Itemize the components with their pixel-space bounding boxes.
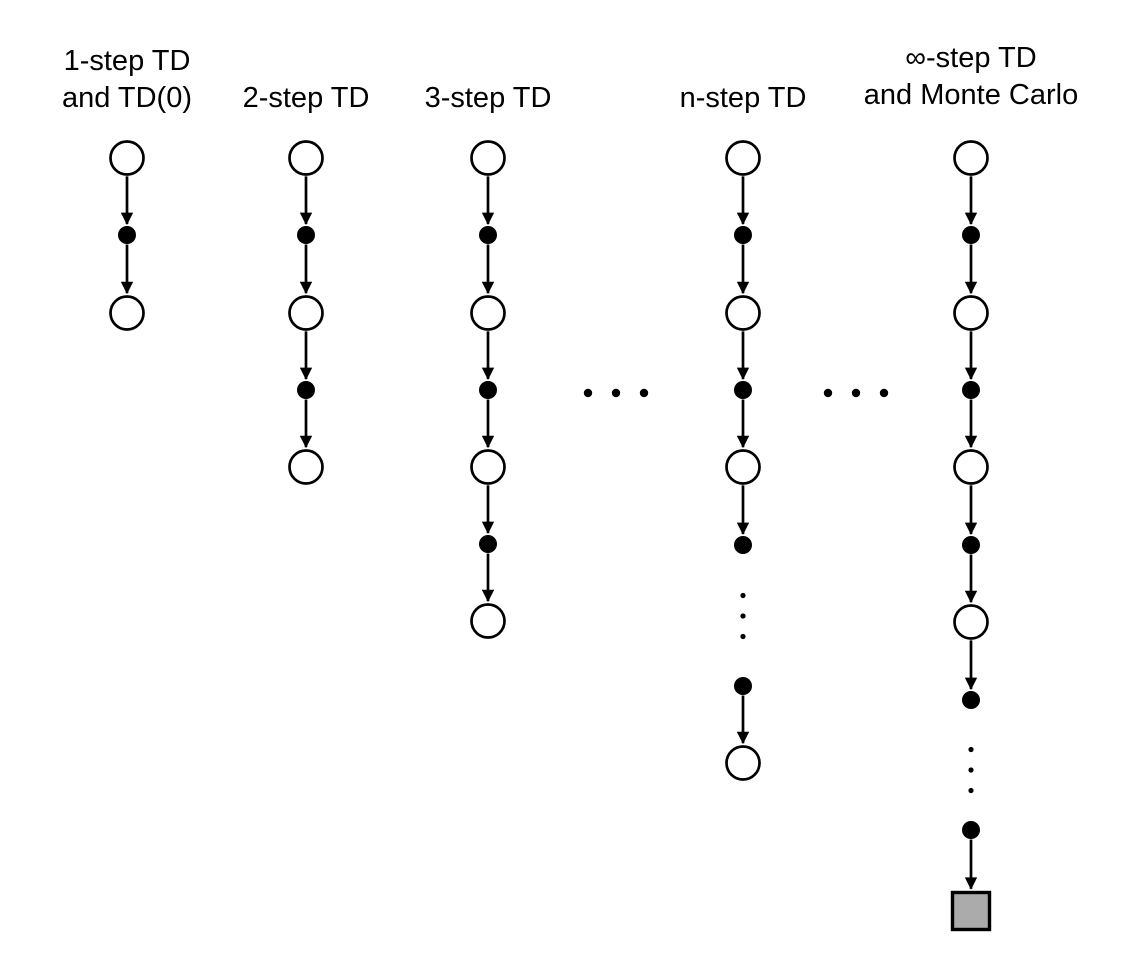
action-node: [118, 226, 136, 244]
vertical-ellipsis-dot: [740, 633, 746, 640]
action-node: [962, 821, 980, 839]
column-2-step-td: 2-step TD: [243, 82, 370, 485]
state-node: [953, 140, 989, 176]
state-node: [725, 295, 761, 331]
horizontal-ellipsis: [583, 388, 649, 398]
action-node: [479, 535, 497, 553]
action-node: [734, 226, 752, 244]
horizontal-ellipsis-dot: [583, 388, 593, 398]
action-node: [734, 536, 752, 554]
horizontal-ellipsis-dot: [639, 388, 649, 398]
state-node: [725, 449, 761, 485]
horizontal-ellipsis-dot: [851, 388, 861, 398]
state-node: [725, 140, 761, 176]
state-node: [953, 449, 989, 485]
action-node: [962, 691, 980, 709]
horizontal-ellipsis-dot: [823, 388, 833, 398]
column-label-3-step-td: 3-step TD: [425, 82, 552, 114]
state-node: [725, 745, 761, 781]
vertical-ellipsis-dot: [968, 746, 974, 753]
horizontal-ellipsis: [823, 388, 889, 398]
action-node: [962, 536, 980, 554]
state-node: [470, 449, 506, 485]
action-node: [734, 677, 752, 695]
column-label-n-step-td: n-step TD: [680, 82, 807, 114]
state-node: [288, 140, 324, 176]
vertical-ellipsis-dot: [740, 592, 746, 599]
action-node: [734, 381, 752, 399]
state-node: [470, 603, 506, 639]
action-node: [479, 226, 497, 244]
state-node: [470, 140, 506, 176]
terminal-state-node: [950, 890, 992, 932]
column-n-step-td: n-step TD: [680, 82, 807, 781]
action-node: [479, 381, 497, 399]
state-node: [109, 295, 145, 331]
vertical-ellipsis: [740, 592, 746, 640]
action-node: [297, 381, 315, 399]
vertical-ellipsis-dot: [968, 787, 974, 794]
column-3-step-td: 3-step TD: [425, 82, 552, 639]
state-node: [953, 604, 989, 640]
state-node: [470, 295, 506, 331]
vertical-ellipsis-dot: [968, 767, 974, 773]
horizontal-ellipsis-dot: [611, 388, 621, 398]
horizontal-ellipsis-dot: [879, 388, 889, 398]
state-node: [953, 295, 989, 331]
state-node: [109, 140, 145, 176]
action-node: [962, 226, 980, 244]
vertical-ellipsis: [968, 746, 974, 794]
vertical-ellipsis-dot: [740, 613, 746, 619]
state-node: [288, 449, 324, 485]
action-node: [962, 381, 980, 399]
action-node: [297, 226, 315, 244]
column-label-2-step-td: 2-step TD: [243, 82, 370, 114]
state-node: [288, 295, 324, 331]
